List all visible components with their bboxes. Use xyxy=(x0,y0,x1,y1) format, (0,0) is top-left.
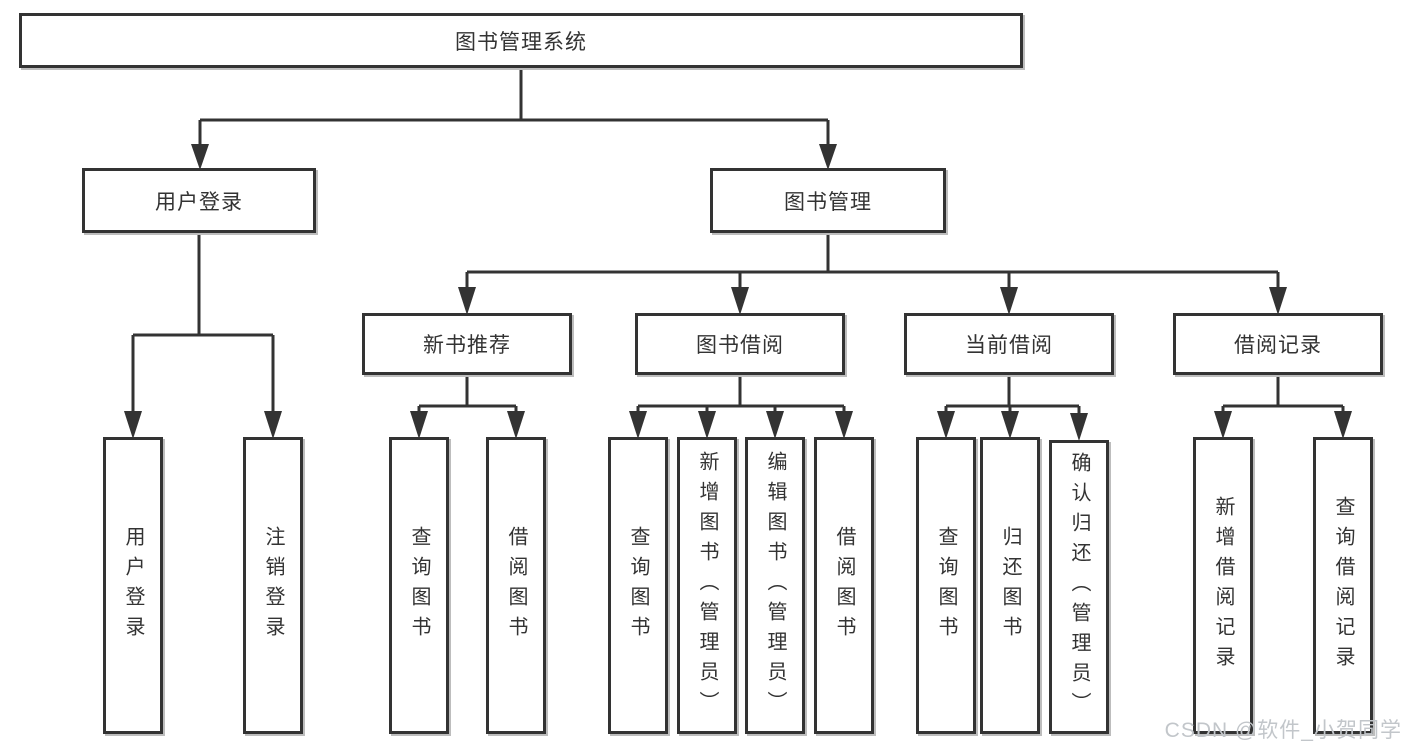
leaf-label: 查询借阅记录 xyxy=(1332,495,1354,676)
arrowhead xyxy=(629,411,647,439)
leaf-label: 借阅图书 xyxy=(505,525,527,646)
leaf-edit-books-admin: 编辑图书（管理员） xyxy=(745,437,805,734)
arrowhead xyxy=(698,411,716,439)
arrowhead xyxy=(1001,411,1019,439)
leaf-label: 借阅图书 xyxy=(833,525,855,646)
arrowhead xyxy=(124,411,142,439)
arrowhead xyxy=(191,144,209,170)
leaf-label: 新增图书（管理员） xyxy=(696,450,718,721)
arrowhead xyxy=(1269,287,1287,315)
leaf-add-borrow-record: 新增借阅记录 xyxy=(1193,437,1253,734)
leaf-query-books-borrowing: 查询图书 xyxy=(608,437,668,734)
node-label: 图书借阅 xyxy=(696,334,784,357)
connector-user-login xyxy=(124,233,282,439)
arrowhead xyxy=(766,411,784,439)
leaf-confirm-return-admin: 确认归还（管理员） xyxy=(1049,440,1109,734)
leaf-label: 注销登录 xyxy=(262,525,284,646)
arrowhead xyxy=(937,411,955,439)
arrowhead xyxy=(1070,413,1088,441)
arrowhead xyxy=(835,411,853,439)
node-current-borrowing: 当前借阅 xyxy=(904,313,1114,375)
node-label: 用户登录 xyxy=(155,190,243,214)
connector-book-borrowing xyxy=(629,375,853,439)
leaf-return-books: 归还图书 xyxy=(980,437,1040,734)
node-label: 图书管理系统 xyxy=(455,30,587,54)
leaf-borrow-books-recommend: 借阅图书 xyxy=(486,437,546,734)
node-new-book-recommend: 新书推荐 xyxy=(362,313,572,375)
leaf-user-login: 用户登录 xyxy=(103,437,163,734)
node-label: 新书推荐 xyxy=(423,334,511,357)
leaf-label: 编辑图书（管理员） xyxy=(764,450,786,721)
leaf-logout-login: 注销登录 xyxy=(243,437,303,734)
leaf-label: 新增借阅记录 xyxy=(1212,495,1234,676)
csdn-watermark: CSDN @软件_小贺同学 xyxy=(1164,719,1402,742)
arrowhead xyxy=(410,411,428,439)
connector-book-management xyxy=(458,233,1287,315)
arrowhead xyxy=(819,144,837,170)
arrowhead xyxy=(458,287,476,315)
connector-borrowing-records xyxy=(1214,375,1352,439)
leaf-query-books-recommend: 查询图书 xyxy=(389,437,449,734)
leaf-label: 确认归还（管理员） xyxy=(1068,452,1090,722)
arrowhead xyxy=(1000,287,1018,315)
arrowhead xyxy=(731,287,749,315)
node-user-login: 用户登录 xyxy=(82,168,316,233)
connector-root xyxy=(191,68,837,170)
leaf-add-books-admin: 新增图书（管理员） xyxy=(677,437,737,734)
leaf-label: 查询图书 xyxy=(627,525,649,646)
arrowhead xyxy=(1334,411,1352,439)
leaf-label: 查询图书 xyxy=(408,525,430,646)
connector-new-book-recommend xyxy=(410,375,525,439)
leaf-query-books-current: 查询图书 xyxy=(916,437,976,734)
arrowhead xyxy=(507,411,525,439)
node-book-borrowing: 图书借阅 xyxy=(635,313,845,375)
node-library-management-system: 图书管理系统 xyxy=(19,13,1023,68)
node-label: 当前借阅 xyxy=(965,334,1053,357)
node-label: 借阅记录 xyxy=(1234,334,1322,357)
leaf-label: 用户登录 xyxy=(122,525,144,646)
leaf-borrow-books-borrowing: 借阅图书 xyxy=(814,437,874,734)
connector-current-borrowing xyxy=(937,375,1088,441)
leaf-label: 查询图书 xyxy=(935,525,957,646)
node-book-management: 图书管理 xyxy=(710,168,946,233)
leaf-query-borrow-record: 查询借阅记录 xyxy=(1313,437,1373,734)
node-borrowing-records: 借阅记录 xyxy=(1173,313,1383,375)
node-label: 图书管理 xyxy=(784,190,872,214)
arrowhead xyxy=(1214,411,1232,439)
arrowhead xyxy=(264,411,282,439)
leaf-label: 归还图书 xyxy=(999,525,1021,646)
